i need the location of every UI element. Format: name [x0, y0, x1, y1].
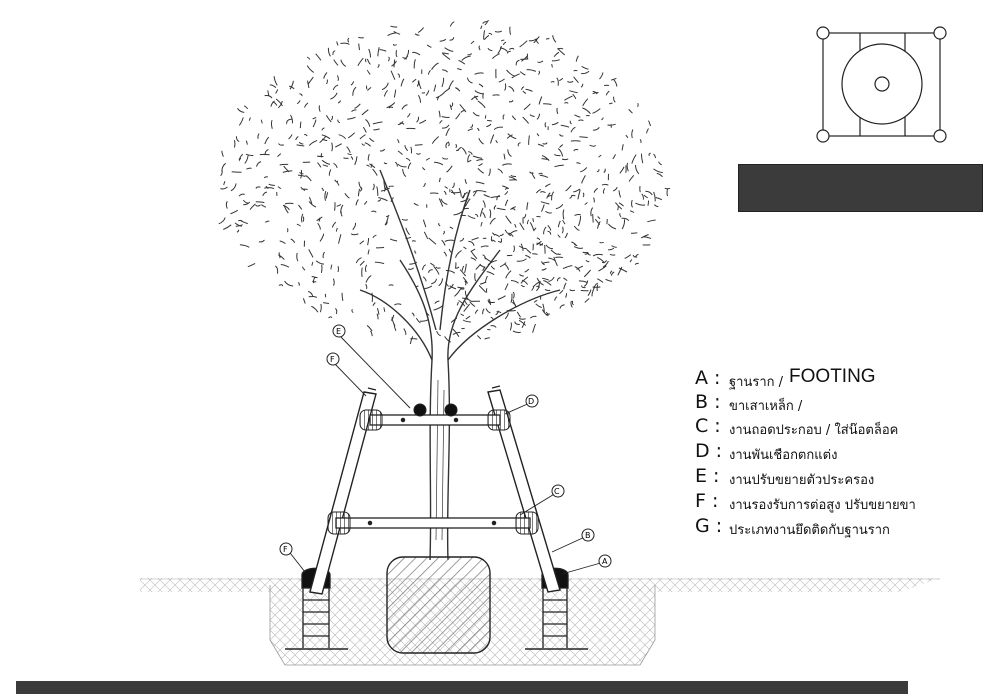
callout-b: B [581, 528, 595, 542]
callout-a: A [598, 554, 612, 568]
legend-text: งานพันเชือกตกแต่ง [729, 448, 838, 463]
svg-text:B: B [585, 531, 591, 540]
steel-legs [309, 385, 561, 595]
rope-wraps [327, 403, 539, 535]
legend-key: G : [695, 515, 723, 537]
svg-text:F: F [330, 355, 335, 364]
legend-key: A : [695, 367, 721, 389]
legend-key: F : [695, 490, 719, 512]
tree-canopy [218, 19, 670, 345]
legend-item-b: B : ขาเสาเหล็ก / [695, 391, 802, 414]
svg-text:E: E [336, 327, 341, 336]
legend-key: D : [695, 440, 723, 462]
svg-text:F: F [283, 545, 288, 554]
legend-extra: FOOTING [789, 366, 876, 387]
legend-item-c: C : งานถอดประกอบ / ใส่น๊อตล็อค [695, 415, 898, 438]
ground [140, 578, 940, 666]
canopy-strokes [218, 19, 670, 345]
upper-brace [369, 414, 501, 426]
callout-d: D [525, 394, 539, 408]
bottom-bar [16, 681, 908, 694]
callout-f-upper: F [326, 352, 340, 366]
legend-key: C : [695, 415, 721, 437]
legend-text: งานปรับขยายตัวประครอง [729, 473, 875, 488]
callout-e: E [332, 324, 346, 338]
svg-text:C: C [554, 487, 560, 496]
svg-text:D: D [528, 397, 534, 406]
legend-text: ขาเสาเหล็ก / [729, 399, 803, 414]
tree-trunk [359, 169, 561, 561]
legend-item-e: E : งานปรับขยายตัวประครอง [695, 465, 874, 488]
callout-f-lower: F [279, 542, 293, 556]
svg-text:A: A [602, 557, 608, 566]
legend-item-a: A : ฐานราก / FOOTING [695, 366, 876, 390]
root-ball [386, 556, 491, 654]
plan-view [816, 26, 947, 143]
legend-text: ฐานราก / [729, 375, 784, 390]
title-block [738, 164, 983, 212]
callout-c: C [551, 484, 565, 498]
legend-key: E : [695, 465, 720, 487]
legend-text: งานถอดประกอบ / ใส่น๊อตล็อค [729, 423, 899, 438]
legend-text: งานรองรับการต่อสูง ปรับขยายขา [729, 498, 916, 513]
lower-brace [335, 517, 531, 529]
legend-item-d: D : งานพันเชือกตกแต่ง [695, 440, 837, 463]
legend-item-f: F : งานรองรับการต่อสูง ปรับขยายขา [695, 490, 916, 513]
legend-key: B : [695, 391, 721, 413]
legend-text: ประเภทงานยึดติดกับฐานราก [729, 523, 890, 538]
legend-item-g: G : ประเภทงานยึดติดกับฐานราก [695, 515, 890, 538]
